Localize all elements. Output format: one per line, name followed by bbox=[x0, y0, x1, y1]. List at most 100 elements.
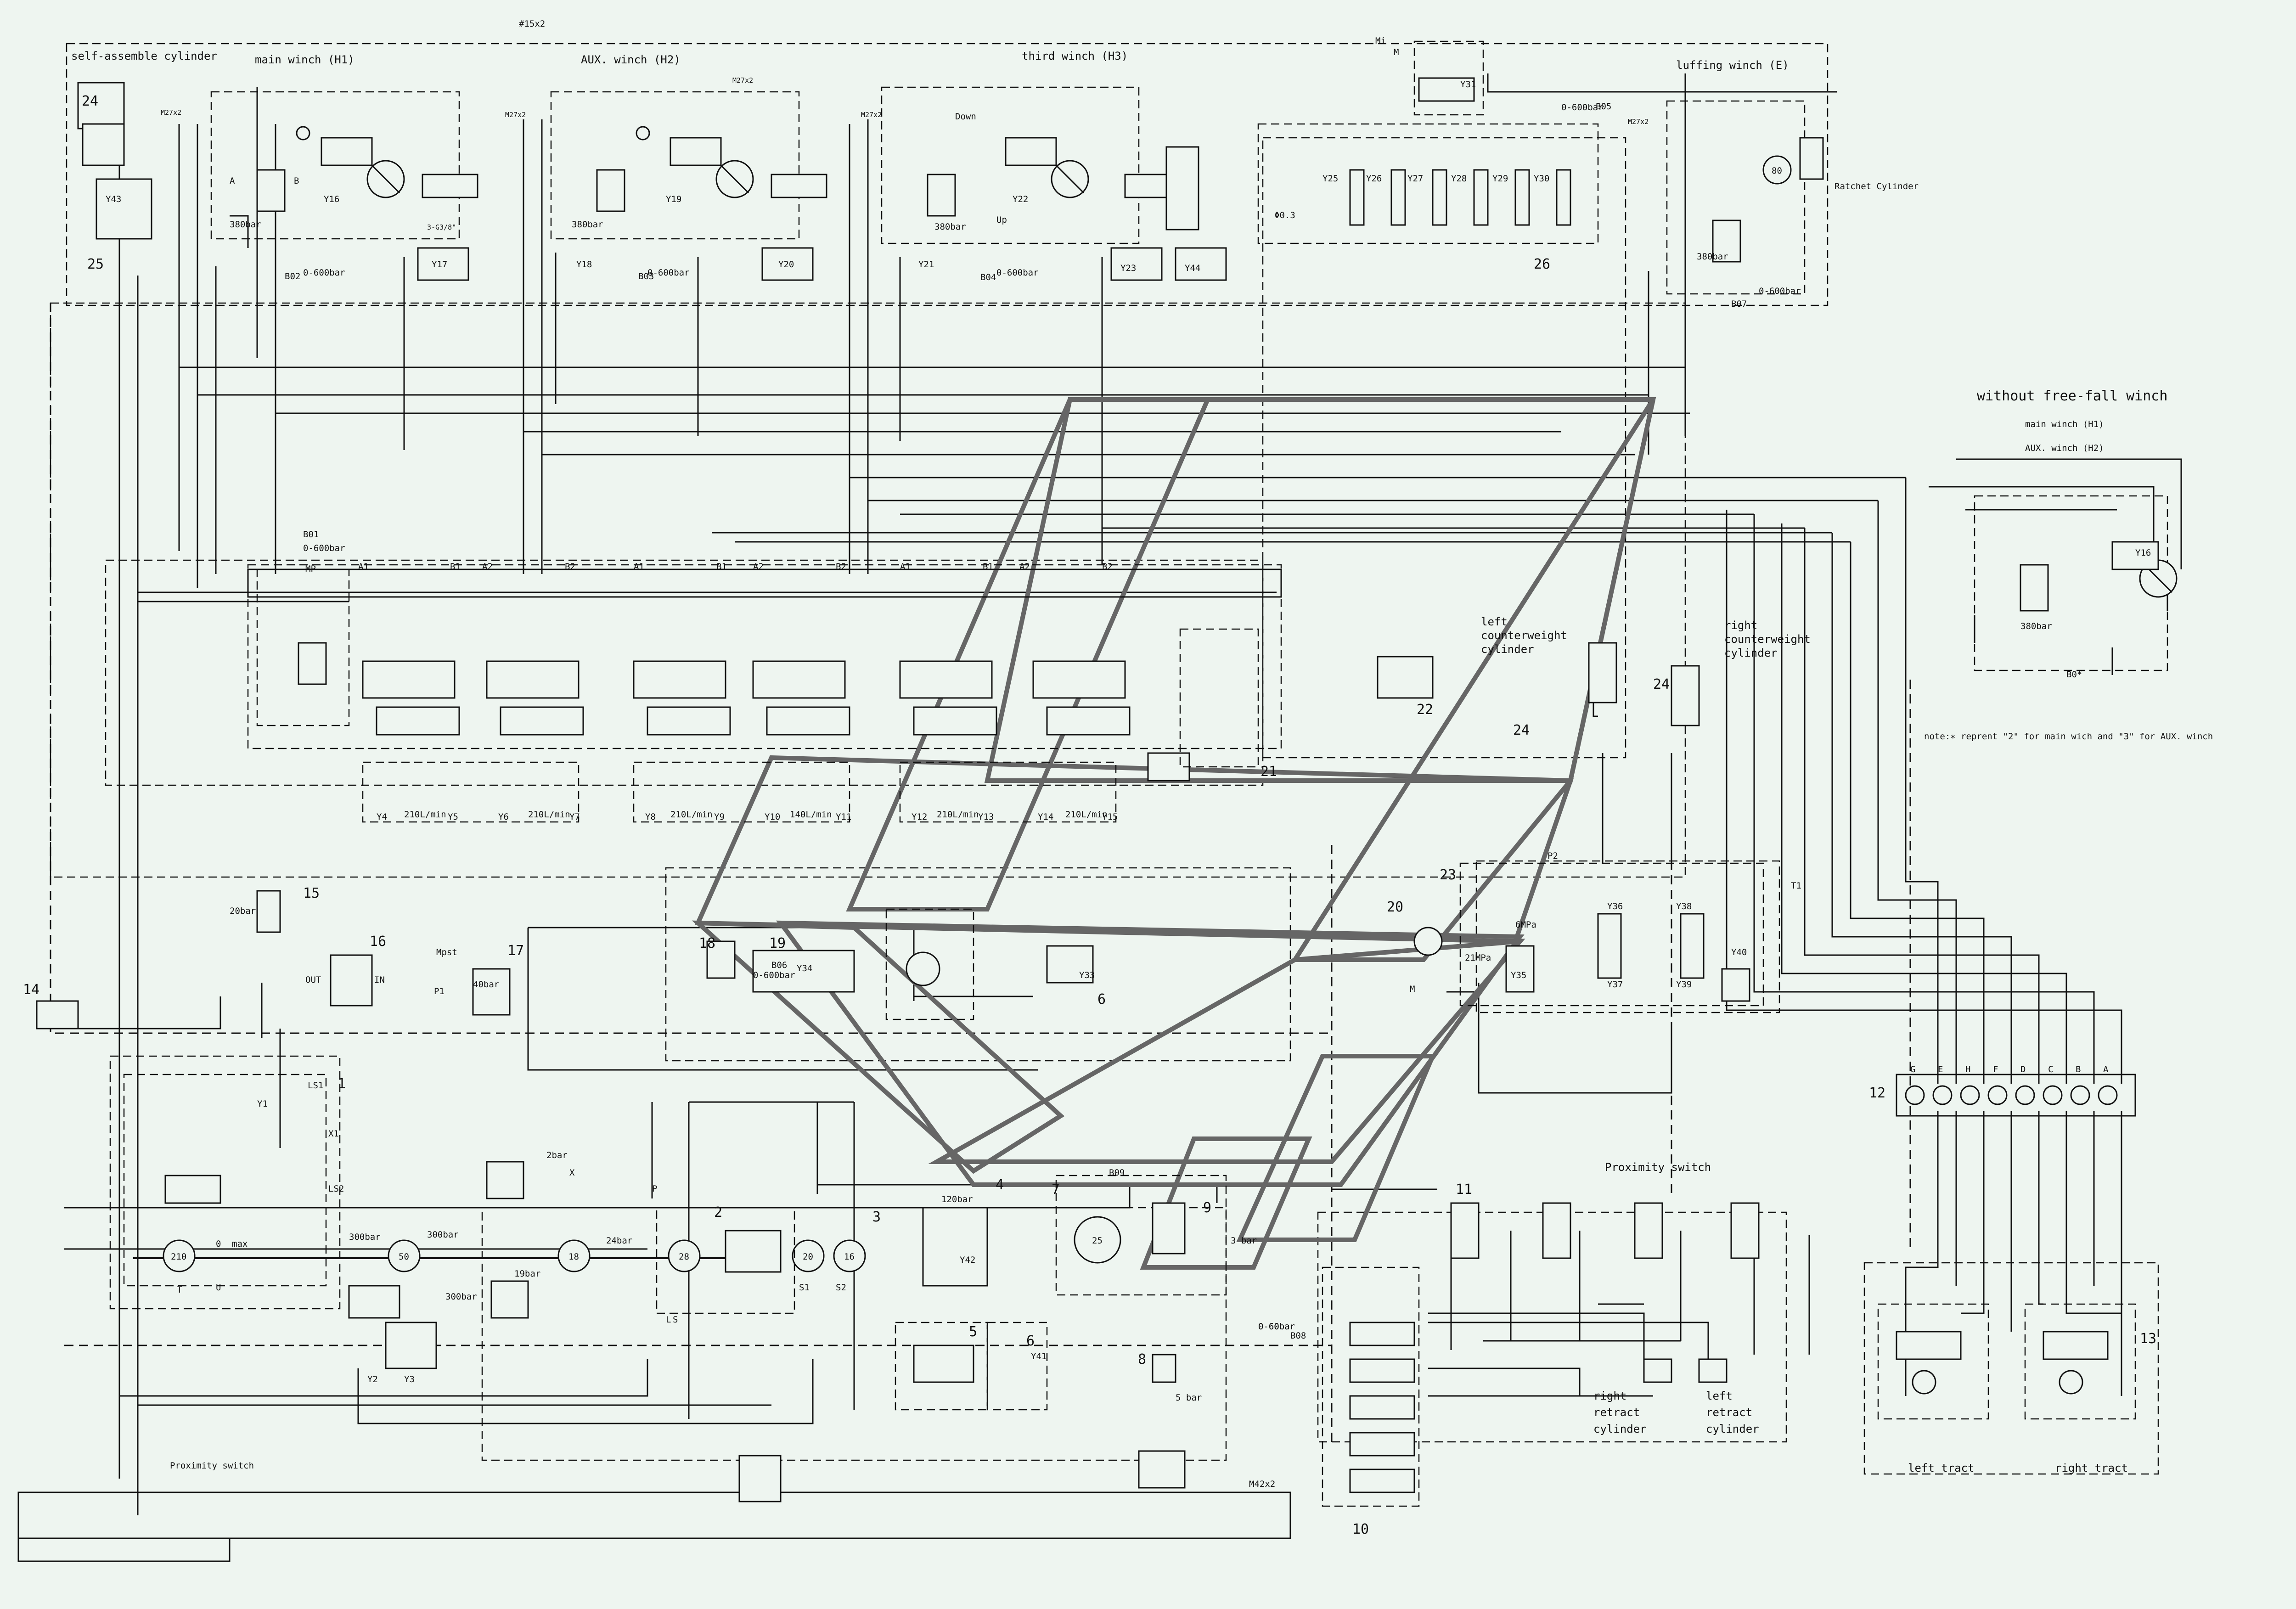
solenoid-label: Y41 bbox=[1031, 1351, 1047, 1361]
callout: 7 bbox=[1052, 1181, 1060, 1198]
label-left-tract: left tract bbox=[1908, 1462, 1975, 1474]
callout: 14 bbox=[23, 982, 39, 998]
labels: self-assemble cylinder main winch (H1) A… bbox=[23, 19, 2213, 1537]
solenoid-label: Y25 bbox=[1322, 174, 1338, 184]
flow-label: 210L/min bbox=[670, 810, 713, 820]
pressure-label: 20bar bbox=[230, 906, 256, 916]
label-right-cw-3: cylinder bbox=[1724, 647, 1778, 659]
pressure-label: 300bar bbox=[445, 1292, 477, 1302]
port-label: T1 bbox=[1791, 881, 1801, 891]
callout: 24 bbox=[1653, 676, 1670, 692]
flow-label: 210L/min bbox=[404, 810, 446, 820]
label-third-winch: third winch (H3) bbox=[1022, 50, 1128, 62]
pressure-label: 0-60bar bbox=[1258, 1322, 1295, 1332]
solenoid-label: Y15 bbox=[1102, 812, 1118, 822]
solenoid-label: Y26 bbox=[1366, 174, 1382, 184]
port-label: MP bbox=[305, 564, 316, 574]
label-right-retract-1: right bbox=[1593, 1390, 1626, 1402]
misc-label: M27x2 bbox=[732, 76, 753, 84]
solenoid-label: Y17 bbox=[432, 259, 447, 270]
sensor-label: B05 bbox=[1596, 101, 1611, 112]
callout: 12 bbox=[1869, 1085, 1885, 1101]
pressure-label: 0-600bar bbox=[1759, 286, 1801, 296]
solenoid-label: Y13 bbox=[978, 812, 994, 822]
tract-motors bbox=[1877, 1303, 2136, 1420]
port-label: B1 bbox=[450, 562, 461, 572]
label-right-tract: right tract bbox=[2055, 1462, 2128, 1474]
solenoid-label: Y29 bbox=[1492, 174, 1508, 184]
callout: 23 bbox=[1440, 867, 1456, 883]
callout: 26 bbox=[1534, 256, 1550, 272]
solenoid-label: Y10 bbox=[765, 812, 780, 822]
pressure-label: 2bar bbox=[546, 1150, 568, 1160]
solenoid-label: Y22 bbox=[1013, 194, 1028, 204]
pressure-label: 380bar bbox=[934, 222, 966, 232]
callout: 8 bbox=[1138, 1351, 1146, 1367]
label-luffing-winch: luffing winch (E) bbox=[1676, 59, 1789, 72]
label-right-retract-2: retract bbox=[1593, 1406, 1640, 1419]
solenoid-label: Y34 bbox=[797, 963, 812, 973]
label-right-retract-3: cylinder bbox=[1593, 1423, 1647, 1435]
sensor-label: B08 bbox=[1290, 1331, 1306, 1341]
label-aux-winch: AUX. winch (H2) bbox=[581, 53, 681, 66]
pump-code: 80 bbox=[1772, 166, 1782, 176]
callout: 13 bbox=[2140, 1331, 2156, 1347]
solenoid-label: Y14 bbox=[1038, 812, 1053, 822]
solenoid-label: Y40 bbox=[1731, 947, 1747, 957]
pipe-network bbox=[64, 73, 2182, 1515]
coupling-letter: H bbox=[1965, 1064, 1970, 1075]
misc-label: M27x2 bbox=[161, 108, 181, 117]
solenoid-label: Y38 bbox=[1676, 901, 1692, 911]
port-label: A2 bbox=[482, 562, 493, 572]
label-main-winch: main winch (H1) bbox=[255, 53, 355, 66]
port-label: A1 bbox=[900, 562, 911, 572]
port-label: X bbox=[569, 1168, 575, 1178]
misc-label: Φ0.3 bbox=[1274, 210, 1295, 220]
misc-label: M27x2 bbox=[861, 111, 882, 119]
solenoid-label: Y37 bbox=[1607, 979, 1623, 990]
port-label: A bbox=[230, 176, 235, 186]
sensor-label: B06 bbox=[771, 960, 787, 970]
pressure-label: 19bar bbox=[514, 1269, 540, 1279]
pump-code: 16 bbox=[844, 1252, 855, 1262]
callout: 24 bbox=[82, 93, 98, 109]
sensor-label: B09 bbox=[1109, 1168, 1125, 1178]
callout: 15 bbox=[303, 885, 320, 901]
misc-label: 3-G3/8" bbox=[427, 223, 456, 231]
pressure-label: 0-600bar bbox=[996, 268, 1039, 278]
pressure-label: 120bar bbox=[941, 1194, 973, 1204]
coupling-letter: B bbox=[2076, 1064, 2081, 1075]
label-without-ff-aux: AUX. winch (H2) bbox=[2025, 443, 2104, 453]
pump-code: 25 bbox=[1092, 1236, 1103, 1246]
callout: 21 bbox=[1261, 764, 1277, 780]
pressure-label: 300bar bbox=[427, 1230, 459, 1240]
solenoid-label: Y31 bbox=[1460, 79, 1476, 90]
solenoid-label: Y18 bbox=[576, 259, 592, 270]
port-label: LS2 bbox=[328, 1184, 344, 1194]
label-left-retract-2: retract bbox=[1706, 1406, 1752, 1419]
solenoid-label: Y42 bbox=[960, 1255, 975, 1265]
port-label: S2 bbox=[836, 1283, 846, 1293]
pressure-label: 380bar bbox=[572, 219, 603, 230]
shading-strokes bbox=[692, 397, 1656, 1270]
label-note: note:∗ reprent "2" for main wich and "3"… bbox=[1924, 731, 2213, 742]
solenoid-label: Y43 bbox=[106, 194, 121, 204]
sensor-label: B01 bbox=[303, 529, 319, 540]
pressure-label: 0-600bar bbox=[1561, 102, 1604, 113]
label-proximity-switch-bottom: Proximity switch bbox=[170, 1461, 254, 1471]
pump-code: 210 bbox=[171, 1252, 186, 1262]
callout: 2 bbox=[714, 1204, 722, 1221]
port-label: P bbox=[652, 1184, 657, 1194]
solenoid-label: Y2 bbox=[367, 1374, 378, 1384]
port-label: L bbox=[666, 1315, 671, 1325]
callout: 9 bbox=[1203, 1200, 1211, 1216]
solenoid-label: Y28 bbox=[1451, 174, 1467, 184]
port-label: A1 bbox=[358, 562, 369, 572]
label-right-cw-2: counterweight bbox=[1724, 633, 1811, 646]
solenoid-label: Y44 bbox=[1185, 263, 1200, 273]
solenoid-label: Y21 bbox=[918, 259, 934, 270]
pressure-label: 3 bar bbox=[1231, 1236, 1257, 1246]
port-label: OUT bbox=[305, 975, 321, 985]
